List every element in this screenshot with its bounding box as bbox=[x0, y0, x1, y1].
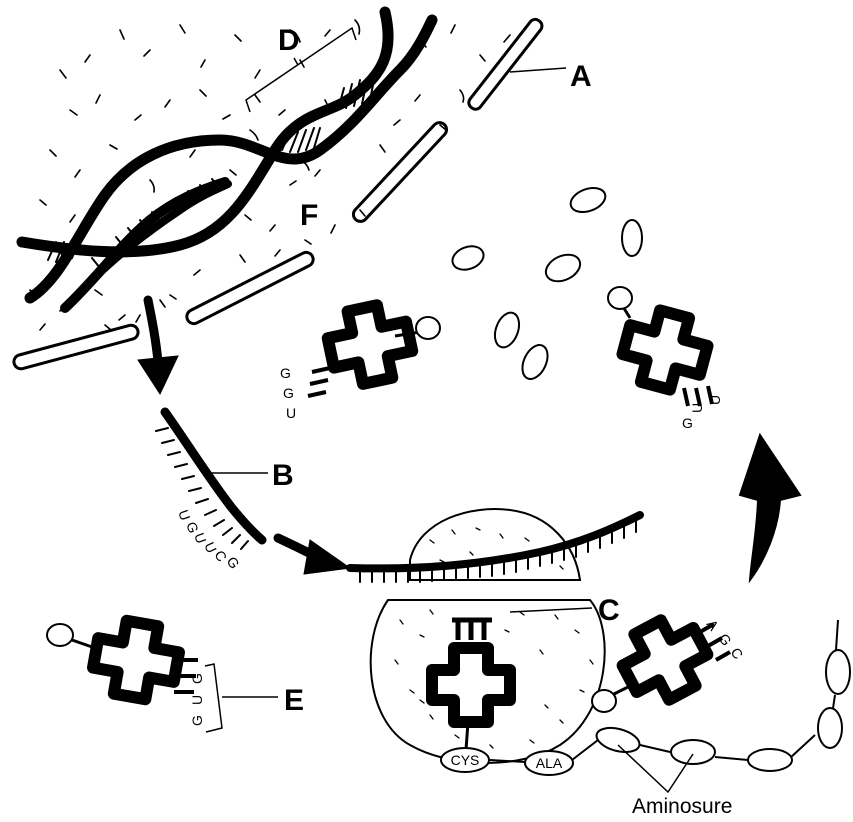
envelope-tube-3 bbox=[184, 250, 315, 326]
arrow-recycle bbox=[740, 435, 800, 580]
svg-text:C: C bbox=[728, 645, 747, 662]
svg-text:U: U bbox=[707, 395, 723, 405]
svg-text:U: U bbox=[689, 403, 705, 413]
trna-right bbox=[608, 287, 713, 406]
svg-text:G: G bbox=[682, 415, 693, 431]
svg-text:G: G bbox=[189, 715, 205, 726]
svg-text:G: G bbox=[280, 365, 291, 381]
mrna-b bbox=[156, 412, 262, 549]
mrna-b-bases: U G U U C G bbox=[175, 508, 243, 572]
svg-text:U: U bbox=[189, 695, 205, 705]
envelope-tube-a bbox=[466, 17, 544, 112]
label-c: C bbox=[598, 594, 620, 627]
leader-a bbox=[510, 68, 566, 72]
trna-e-bases: G U G bbox=[189, 673, 205, 726]
chain-amino-acid bbox=[671, 740, 715, 764]
dna-double-helix bbox=[22, 12, 432, 308]
svg-text:A: A bbox=[704, 617, 723, 634]
free-amino-acids bbox=[449, 184, 642, 383]
trna-e bbox=[47, 616, 198, 703]
amino-acid bbox=[622, 220, 642, 256]
envelope-tube-4 bbox=[12, 324, 139, 371]
aminosure-caption: Aminosure bbox=[632, 795, 732, 818]
arrow-export-head bbox=[304, 540, 350, 574]
amino-acid bbox=[449, 242, 487, 274]
chain-amino-acid bbox=[594, 724, 642, 757]
label-a: A bbox=[570, 60, 592, 93]
envelope-tube-2 bbox=[351, 120, 450, 225]
svg-text:U: U bbox=[286, 405, 296, 421]
chain-amino-acid bbox=[748, 749, 792, 771]
label-e: E bbox=[284, 684, 304, 717]
label-d: D bbox=[278, 24, 300, 57]
svg-text:G: G bbox=[716, 631, 735, 649]
amino-acid-cys-label: CYS bbox=[451, 752, 480, 768]
amino-acid bbox=[542, 250, 585, 287]
amino-acid bbox=[517, 341, 552, 383]
dna-strand-1 bbox=[22, 12, 388, 252]
nuclear-envelope bbox=[12, 17, 544, 370]
svg-text:G: G bbox=[189, 673, 205, 684]
chain-amino-acid bbox=[818, 708, 842, 748]
trna-left-bases: G G U bbox=[280, 365, 296, 421]
nucleus-region bbox=[12, 12, 544, 370]
arrow-transcription bbox=[148, 300, 158, 362]
bracket-d-tick bbox=[294, 58, 298, 65]
leader-e bbox=[205, 664, 278, 732]
amino-acid bbox=[491, 309, 524, 350]
amino-acid bbox=[567, 184, 608, 217]
svg-text:U: U bbox=[175, 508, 193, 523]
svg-text:G: G bbox=[283, 385, 294, 401]
label-b: B bbox=[272, 459, 294, 492]
chain-amino-acid bbox=[826, 650, 850, 694]
trna-left bbox=[308, 300, 440, 396]
dna-strand-2 bbox=[30, 20, 432, 298]
arrow-transcription-head bbox=[138, 356, 178, 394]
amino-acid-ala-label: ALA bbox=[536, 755, 563, 771]
label-f: F bbox=[300, 199, 318, 232]
